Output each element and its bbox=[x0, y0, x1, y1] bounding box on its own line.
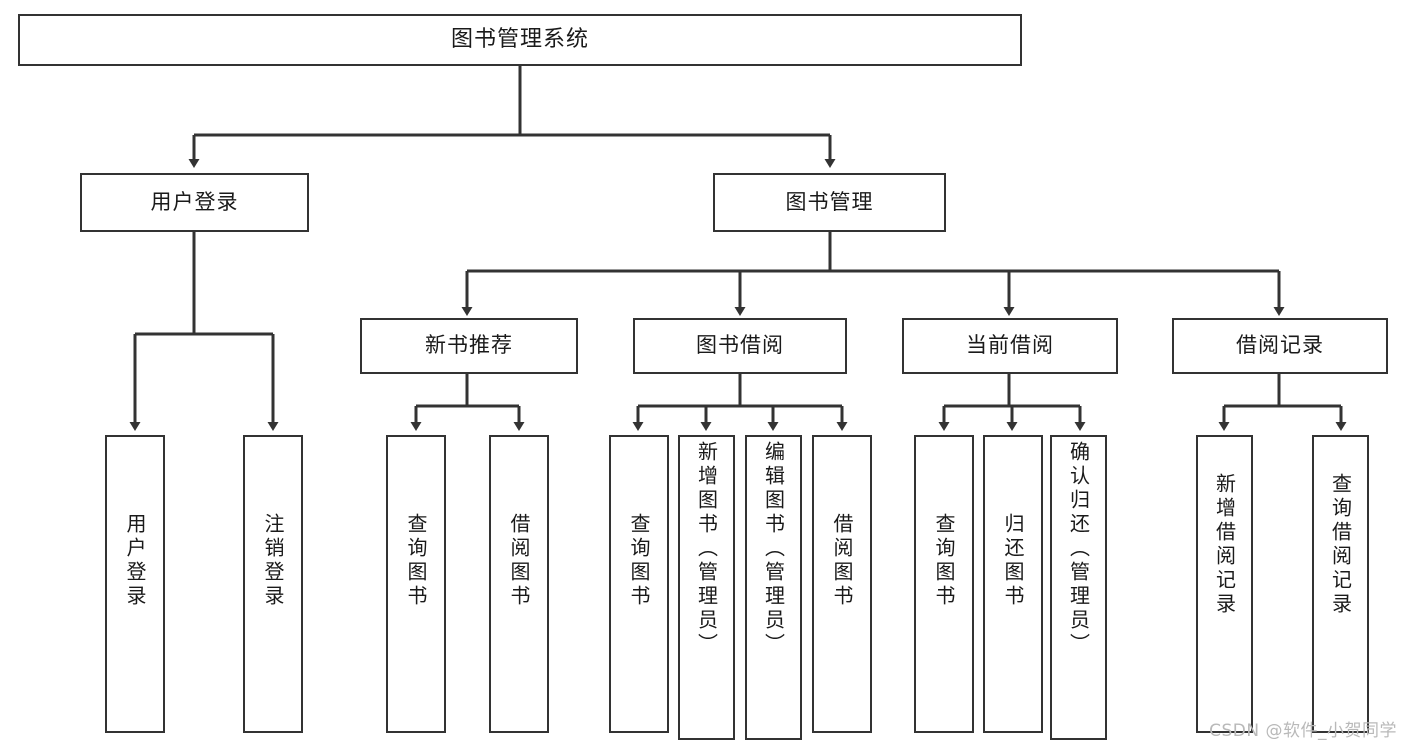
node-new-book-recommend[interactable]: 新书推荐 bbox=[360, 318, 578, 374]
node-book-manage[interactable]: 图书管理 bbox=[713, 173, 946, 232]
watermark: CSDN @软件_小贺同学 bbox=[1209, 721, 1397, 741]
node-user-login[interactable]: 用户登录 bbox=[80, 173, 309, 232]
leaf-borrow-book-1[interactable]: 借阅图书 bbox=[489, 435, 549, 733]
edge-group-user-login bbox=[129, 232, 279, 431]
edge-group-book-manage bbox=[461, 232, 1285, 316]
edge-group-root bbox=[188, 66, 836, 168]
edge-group-current-borrow bbox=[938, 374, 1086, 431]
leaf-borrow-book-2[interactable]: 借阅图书 bbox=[812, 435, 872, 733]
leaf-add-record[interactable]: 新增借阅记录 bbox=[1196, 435, 1253, 733]
leaf-user-login[interactable]: 用户登录 bbox=[105, 435, 165, 733]
leaf-user-logout[interactable]: 注销登录 bbox=[243, 435, 303, 733]
edge-group-borrow-record bbox=[1218, 374, 1347, 431]
leaf-add-book[interactable]: 新增图书（管理员） bbox=[678, 435, 735, 740]
leaf-query-book-3[interactable]: 查询图书 bbox=[914, 435, 974, 733]
leaf-query-book-2[interactable]: 查询图书 bbox=[609, 435, 669, 733]
leaf-query-record[interactable]: 查询借阅记录 bbox=[1312, 435, 1369, 733]
edge-group-book-borrow bbox=[632, 374, 848, 431]
node-current-borrow[interactable]: 当前借阅 bbox=[902, 318, 1118, 374]
node-book-borrow[interactable]: 图书借阅 bbox=[633, 318, 847, 374]
leaf-edit-book[interactable]: 编辑图书（管理员） bbox=[745, 435, 802, 740]
leaf-return-book[interactable]: 归还图书 bbox=[983, 435, 1043, 733]
leaf-confirm-return[interactable]: 确认归还（管理员） bbox=[1050, 435, 1107, 740]
edge-group-new-book-recommend bbox=[410, 374, 525, 431]
node-borrow-record[interactable]: 借阅记录 bbox=[1172, 318, 1388, 374]
leaf-query-book-1[interactable]: 查询图书 bbox=[386, 435, 446, 733]
node-root[interactable]: 图书管理系统 bbox=[18, 14, 1022, 66]
